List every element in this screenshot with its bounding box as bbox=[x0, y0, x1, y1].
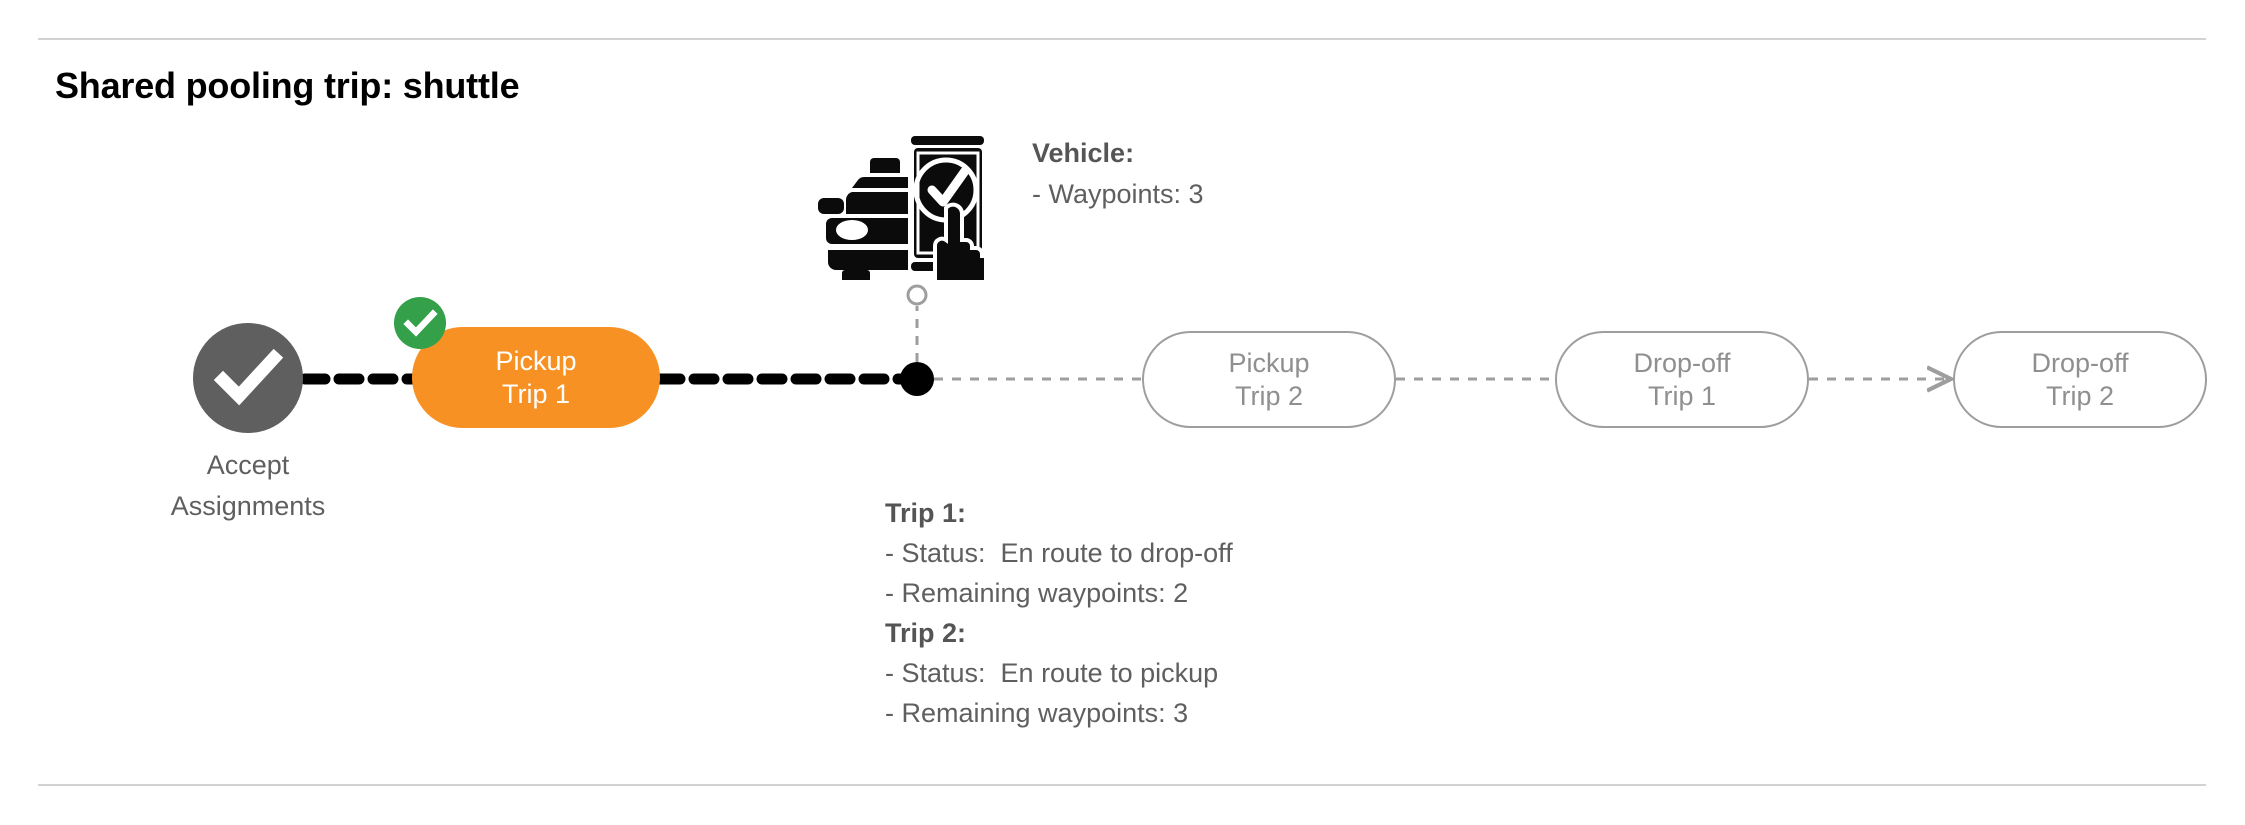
trip2-heading: Trip 2: bbox=[885, 618, 967, 648]
top-divider bbox=[38, 38, 2206, 40]
step-pickup-trip-2-line1: Pickup bbox=[1228, 347, 1310, 378]
accept-assignments-node[interactable]: Accept Assignments bbox=[171, 323, 325, 521]
check-badge-icon bbox=[394, 297, 446, 349]
step-dropoff-trip-1-line2: Trip 1 bbox=[1647, 380, 1716, 411]
step-pickup-trip-1-line2: Trip 1 bbox=[501, 378, 570, 409]
vehicle-phone-check-icon bbox=[818, 120, 993, 300]
step-dropoff-trip-2-line1: Drop-off bbox=[2031, 347, 2129, 378]
trip1-status: - Status: En route to drop-off bbox=[885, 538, 1233, 568]
step-dropoff-trip-2-line2: Trip 2 bbox=[2045, 380, 2114, 411]
step-pickup-trip-1[interactable]: Pickup Trip 1 bbox=[412, 327, 660, 428]
check-circle-filled-icon bbox=[193, 323, 303, 433]
vehicle-waypoints: - Waypoints: 3 bbox=[1032, 179, 1204, 209]
page-title: Shared pooling trip: shuttle bbox=[55, 65, 520, 106]
step-pickup-trip-1-line1: Pickup bbox=[495, 345, 577, 376]
vehicle-info-block: Vehicle: - Waypoints: 3 bbox=[1032, 133, 1452, 215]
trip2-remaining-waypoints: - Remaining waypoints: 3 bbox=[885, 698, 1189, 728]
accept-label-line-1: Accept bbox=[206, 450, 290, 480]
trip1-remaining-waypoints: - Remaining waypoints: 2 bbox=[885, 578, 1189, 608]
accept-label-line-2: Assignments bbox=[170, 491, 326, 521]
trip1-heading: Trip 1: bbox=[885, 498, 967, 528]
vehicle-anchor-circle bbox=[906, 284, 928, 306]
bottom-divider bbox=[38, 784, 2206, 786]
vehicle-heading: Vehicle: bbox=[1032, 138, 1135, 168]
trips-info-block: Trip 1: - Status: En route to drop-off -… bbox=[885, 493, 1585, 733]
step-pickup-trip-2[interactable]: Pickup Trip 2 bbox=[1142, 331, 1396, 428]
step-dropoff-trip-1[interactable]: Drop-off Trip 1 bbox=[1555, 331, 1809, 428]
current-position-dot bbox=[900, 362, 934, 396]
step-pickup-trip-2-line2: Trip 2 bbox=[1234, 380, 1303, 411]
step-dropoff-trip-2[interactable]: Drop-off Trip 2 bbox=[1953, 331, 2207, 428]
step-dropoff-trip-1-line1: Drop-off bbox=[1633, 347, 1731, 378]
accept-assignments-label: Accept Assignments bbox=[133, 445, 363, 527]
trip2-status: - Status: En route to pickup bbox=[885, 658, 1219, 688]
